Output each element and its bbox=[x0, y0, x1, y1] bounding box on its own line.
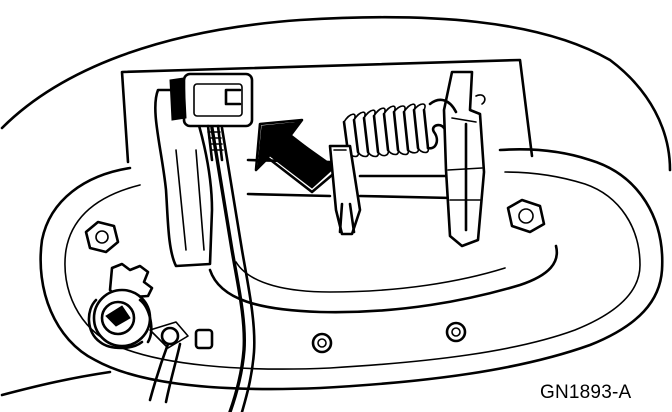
left-mounting-nut bbox=[84, 220, 120, 254]
access-panel bbox=[120, 58, 534, 164]
handle-housing-inner bbox=[64, 171, 641, 370]
figure-code-label: GN1893-A bbox=[540, 382, 632, 403]
mounting-hole-left bbox=[311, 332, 333, 354]
pivot-shaft-rear bbox=[358, 174, 454, 200]
latch-linkage bbox=[428, 70, 486, 248]
door-skin-lower-curve bbox=[0, 370, 112, 397]
pivot-bracket bbox=[328, 144, 362, 236]
mounting-hole-right bbox=[445, 321, 467, 343]
pointer-arrow bbox=[254, 118, 340, 194]
return-spring bbox=[342, 103, 430, 158]
spring-hook bbox=[426, 123, 446, 150]
outside-handle-rod-edge bbox=[220, 126, 256, 412]
outside-handle-rod bbox=[210, 126, 247, 412]
handle-lever-arm bbox=[154, 88, 214, 268]
rod-retaining-clip bbox=[169, 72, 254, 162]
door-skin-outline bbox=[0, 15, 672, 172]
mounting-hole-right-inner bbox=[451, 327, 461, 337]
grip-recess bbox=[208, 244, 559, 314]
mounting-hole-left-inner bbox=[317, 338, 327, 348]
lock-cylinder bbox=[87, 262, 214, 404]
handle-housing-outer bbox=[39, 148, 664, 391]
right-mounting-nut bbox=[506, 198, 546, 234]
lever-arm-web bbox=[175, 149, 205, 251]
grip-recess-inner bbox=[235, 261, 506, 293]
